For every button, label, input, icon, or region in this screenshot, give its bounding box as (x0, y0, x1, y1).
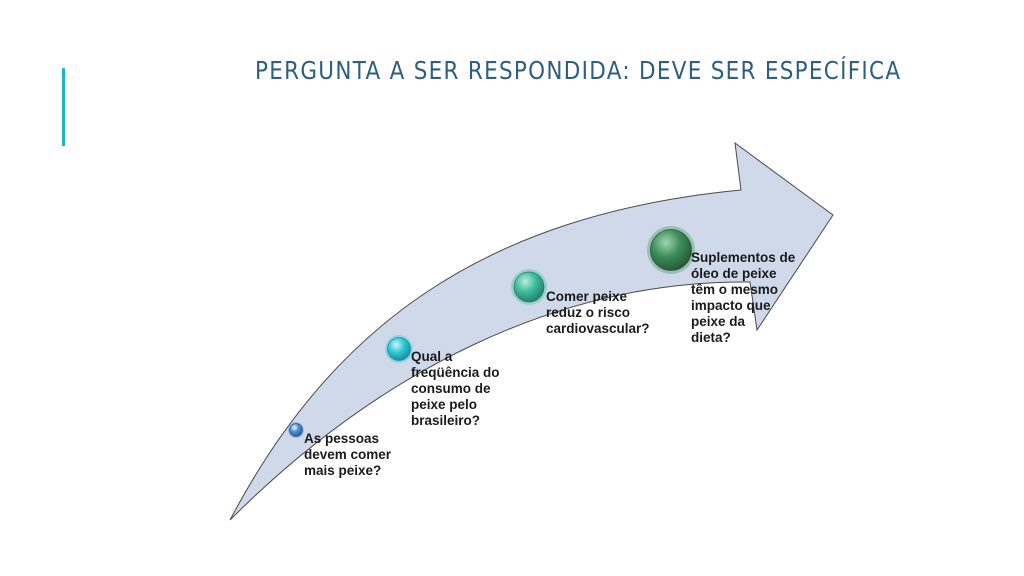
step-label-2: Qual a freqüência do consumo de peixe pe… (411, 349, 500, 428)
step-label-3: Comer peixe reduz o risco cardiovascular… (546, 289, 650, 336)
step-marker-1 (288, 422, 304, 438)
accent-bar (62, 68, 65, 146)
step-marker-3 (511, 269, 547, 305)
step-marker-4 (647, 226, 695, 274)
step-label-1: As pessoas devem comer mais peixe? (304, 431, 392, 478)
slide-title: PERGUNTA A SER RESPONDIDA: DEVE SER ESPE… (255, 56, 902, 85)
step-label-4: Suplementos de óleo de peixe têm o mesmo… (691, 250, 796, 345)
step-marker-2 (385, 335, 413, 363)
